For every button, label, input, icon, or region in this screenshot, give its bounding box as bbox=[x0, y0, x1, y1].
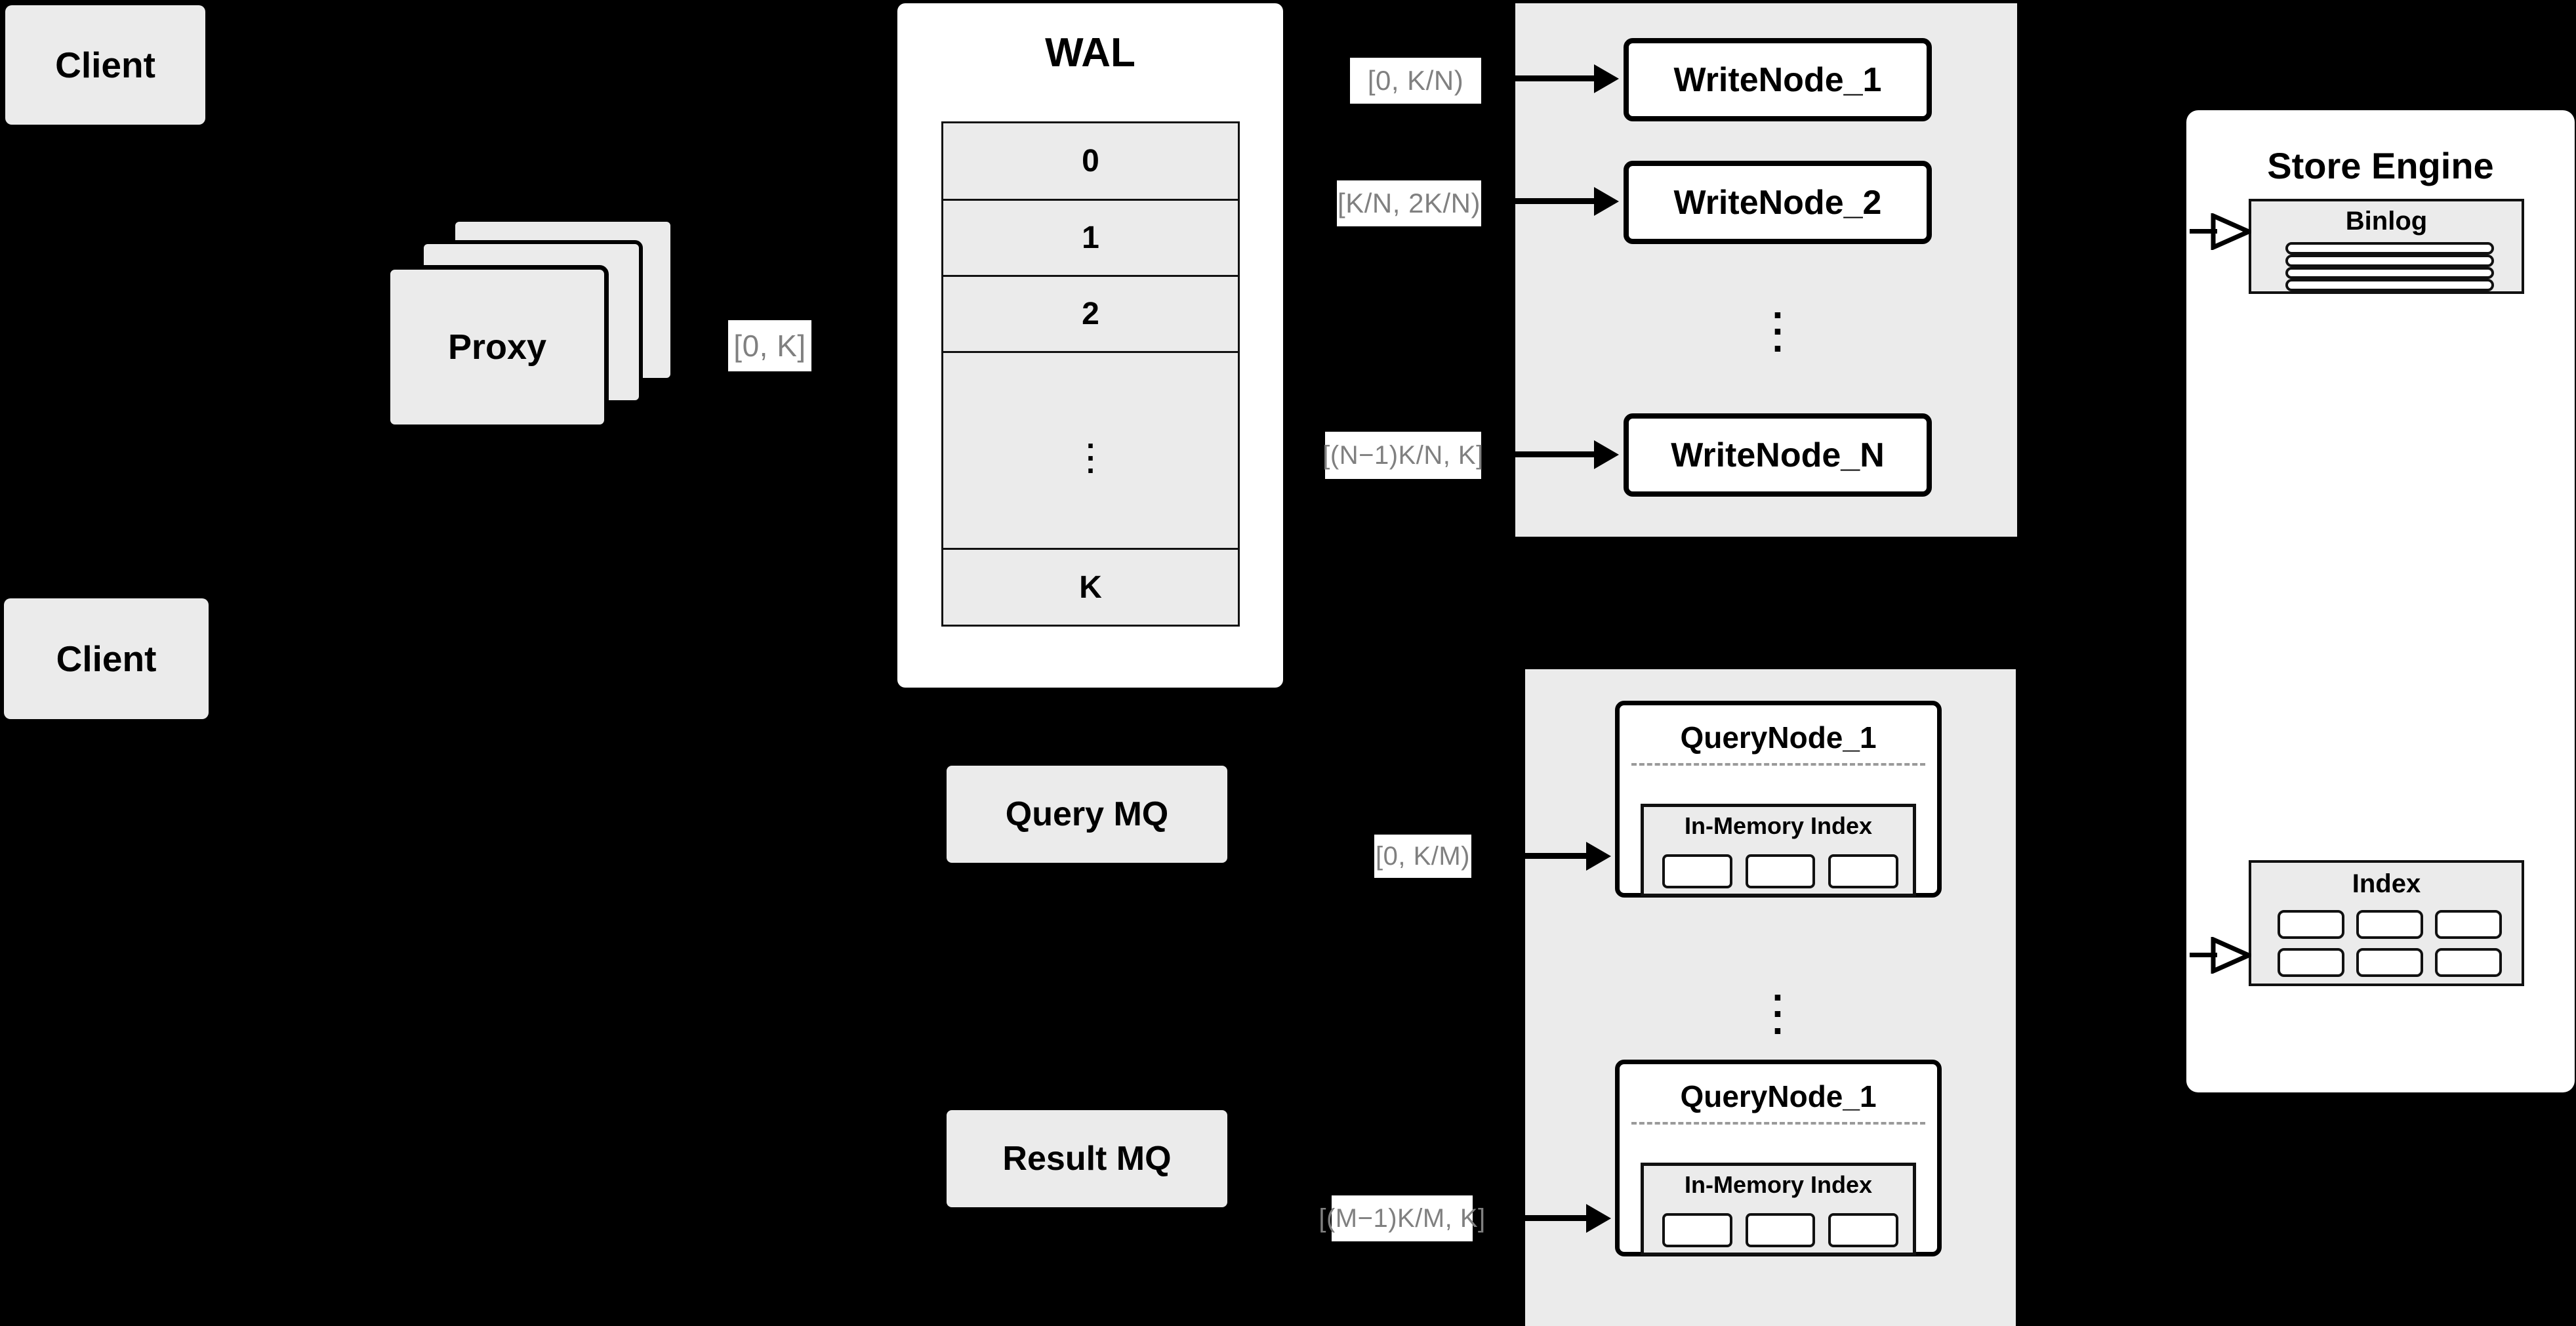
query-node-1-range-text: [0, K/M) bbox=[1375, 841, 1471, 871]
arrow-head-writenode-2 bbox=[1594, 187, 1619, 216]
arrow-line-binlog bbox=[2190, 229, 2217, 234]
query-node-1-title: QueryNode_1 bbox=[1680, 720, 1877, 755]
store-engine-title: Store Engine bbox=[2267, 145, 2494, 186]
wal-row-1-value: 1 bbox=[1082, 220, 1099, 255]
index-cell[interactable] bbox=[1828, 1213, 1899, 1247]
query-node-2-title: QueryNode_1 bbox=[1680, 1079, 1877, 1113]
wal-row-k-value: K bbox=[1079, 570, 1102, 605]
binlog-row[interactable] bbox=[2285, 254, 2494, 267]
arrow-line-writenode-2 bbox=[1502, 198, 1601, 204]
query-node-1-index-cells bbox=[1662, 854, 1899, 888]
query-node-2-inmemory-index: In-Memory Index bbox=[1641, 1163, 1916, 1256]
store-index-cell[interactable] bbox=[2278, 910, 2344, 939]
write-node-2-range-label: [K/N, 2K/N) bbox=[1337, 180, 1481, 226]
write-node-1-label: WriteNode_1 bbox=[1673, 60, 1882, 99]
client-box-1[interactable]: Client bbox=[5, 5, 205, 125]
store-index-cell[interactable] bbox=[2278, 948, 2344, 977]
query-mq-label: Query MQ bbox=[1005, 795, 1169, 833]
write-node-n-label: WriteNode_N bbox=[1671, 436, 1885, 474]
store-engine-panel: Store Engine Binlog Index bbox=[2186, 110, 2575, 1092]
query-node-1-inmemory-index: In-Memory Index bbox=[1641, 804, 1916, 897]
wal-row-1[interactable]: 1 bbox=[943, 201, 1238, 277]
query-node-2-range-label: [(M−1)K/M, K] bbox=[1319, 1195, 1485, 1241]
arrow-line-querynode-1 bbox=[1502, 853, 1593, 859]
index-cell-grid bbox=[2278, 910, 2502, 977]
write-node-1-range-label: [0, K/N) bbox=[1350, 58, 1481, 104]
arrow-head-querynode-1 bbox=[1586, 842, 1611, 871]
write-node-n-range-text: [(N−1)K/N, K] bbox=[1322, 440, 1484, 470]
write-node-n[interactable]: WriteNode_N bbox=[1624, 413, 1932, 497]
query-node-2[interactable]: QueryNode_1 In-Memory Index bbox=[1615, 1060, 1942, 1256]
query-node-1-divider bbox=[1631, 763, 1925, 766]
arrow-head-open-binlog bbox=[2211, 213, 2251, 250]
query-node-2-divider bbox=[1631, 1122, 1925, 1125]
store-index-cell[interactable] bbox=[2435, 948, 2502, 977]
query-mq-box[interactable]: Query MQ bbox=[947, 766, 1227, 863]
index-cell[interactable] bbox=[1662, 1213, 1732, 1247]
client-label-1: Client bbox=[55, 45, 155, 85]
client-box-2[interactable]: Client bbox=[4, 598, 209, 719]
wal-row-2-value: 2 bbox=[1082, 297, 1099, 331]
query-node-2-index-title: In-Memory Index bbox=[1684, 1171, 1873, 1198]
store-index-cell[interactable] bbox=[2435, 910, 2502, 939]
write-node-2-label: WriteNode_2 bbox=[1673, 183, 1882, 222]
binlog-row[interactable] bbox=[2285, 242, 2494, 255]
write-node-n-range-label: [(N−1)K/N, K] bbox=[1322, 432, 1484, 479]
binlog-box: Binlog bbox=[2249, 199, 2524, 294]
query-node-2-range-text: [(M−1)K/M, K] bbox=[1319, 1203, 1486, 1233]
arrow-head-querynode-2 bbox=[1586, 1204, 1611, 1233]
wal-title: WAL bbox=[1045, 30, 1135, 75]
arrow-head-writenode-n bbox=[1594, 440, 1619, 469]
query-cluster-dots-icon: ... bbox=[1772, 965, 1784, 1043]
wal-vertical-dots-icon: ... bbox=[1086, 420, 1095, 480]
arrow-head-writenode-1 bbox=[1594, 64, 1619, 93]
wal-panel: WAL 0 1 2 ... K bbox=[897, 3, 1283, 688]
query-node-1[interactable]: QueryNode_1 In-Memory Index bbox=[1615, 701, 1942, 898]
wal-row-0[interactable]: 0 bbox=[943, 123, 1238, 201]
write-node-2-range-text: [K/N, 2K/N) bbox=[1338, 188, 1481, 218]
binlog-row[interactable] bbox=[2285, 266, 2494, 280]
proxy-box[interactable]: Proxy bbox=[386, 265, 609, 429]
wal-row-k[interactable]: K bbox=[943, 550, 1238, 625]
arrow-head-open-store-index bbox=[2211, 937, 2251, 974]
write-node-2[interactable]: WriteNode_2 bbox=[1624, 161, 1932, 244]
index-box: Index bbox=[2249, 860, 2524, 986]
binlog-row[interactable] bbox=[2285, 279, 2494, 291]
client-label-2: Client bbox=[56, 638, 157, 679]
query-node-1-index-title: In-Memory Index bbox=[1684, 812, 1873, 839]
index-cell[interactable] bbox=[1745, 1213, 1816, 1247]
binlog-title: Binlog bbox=[2345, 207, 2428, 236]
index-cell[interactable] bbox=[1828, 854, 1899, 888]
wal-row-0-value: 0 bbox=[1082, 144, 1099, 178]
proxy-range-text: [0, K] bbox=[733, 329, 806, 363]
arrow-line-querynode-2 bbox=[1502, 1215, 1593, 1221]
query-node-2-index-cells bbox=[1662, 1213, 1899, 1247]
binlog-rows bbox=[2285, 242, 2494, 291]
wal-row-ellipsis: ... bbox=[943, 353, 1238, 550]
index-cell[interactable] bbox=[1662, 854, 1732, 888]
wal-row-2[interactable]: 2 bbox=[943, 277, 1238, 353]
index-title: Index bbox=[2352, 869, 2421, 898]
proxy-range-label: [0, K] bbox=[728, 320, 811, 371]
arrow-line-writenode-n bbox=[1502, 451, 1601, 457]
query-node-1-range-label: [0, K/M) bbox=[1374, 835, 1471, 878]
write-node-1-range-text: [0, K/N) bbox=[1367, 65, 1464, 96]
wal-table: 0 1 2 ... K bbox=[941, 121, 1240, 627]
store-index-cell[interactable] bbox=[2356, 948, 2423, 977]
result-mq-label: Result MQ bbox=[1002, 1140, 1172, 1178]
proxy-label: Proxy bbox=[447, 327, 547, 367]
index-cell[interactable] bbox=[1745, 854, 1816, 888]
store-index-cell[interactable] bbox=[2356, 910, 2423, 939]
arrow-line-store-index bbox=[2190, 953, 2217, 957]
result-mq-box[interactable]: Result MQ bbox=[947, 1110, 1227, 1207]
write-node-1[interactable]: WriteNode_1 bbox=[1624, 38, 1932, 121]
write-cluster-dots-icon: ... bbox=[1772, 283, 1784, 360]
arrow-line-writenode-1 bbox=[1502, 75, 1601, 81]
